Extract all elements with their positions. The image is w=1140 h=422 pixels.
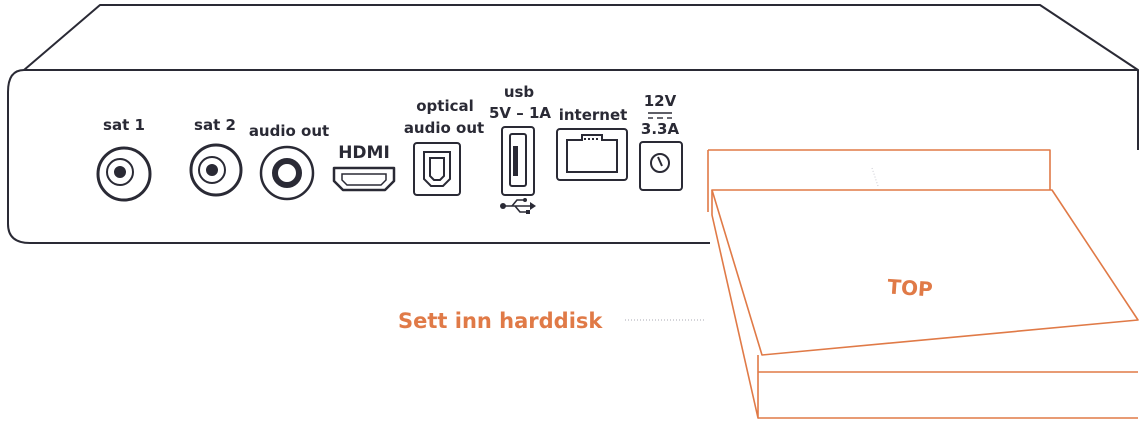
- set-top-box-rear-panel: [7, 69, 1139, 244]
- usb-label-line2: 5V – 1A: [489, 104, 551, 122]
- audio-out-label: audio out: [249, 122, 329, 140]
- hdmi-label: HDMI: [338, 143, 390, 163]
- dc-icon: [648, 112, 672, 119]
- optical-label-line1: optical: [416, 97, 474, 115]
- optical-label-line2: audio out: [404, 119, 484, 137]
- hdd-side: [711, 190, 759, 419]
- internet-port: [556, 128, 628, 181]
- hdd-slot-outline: [707, 149, 1051, 212]
- audio-out-port: [259, 145, 315, 201]
- power-label-top: 12V: [644, 92, 677, 110]
- hdd-front: [758, 371, 1138, 419]
- optical-port: [413, 142, 461, 196]
- hdd-top-label: TOP: [887, 274, 934, 301]
- set-top-box-top-panel: [23, 4, 1139, 71]
- power-label-bottom: 3.3A: [641, 120, 680, 138]
- hdmi-port: [332, 166, 396, 192]
- sat1-label: sat 1: [103, 116, 145, 134]
- usb-label-line1: usb: [504, 83, 535, 101]
- hard-disk: [707, 149, 1139, 419]
- power-port: [639, 141, 683, 191]
- hdmi-port-inner: [341, 173, 387, 186]
- sat2-label: sat 2: [194, 116, 236, 134]
- sat2-port: [189, 143, 243, 197]
- hdd-top-guide: [871, 167, 879, 187]
- usb-icon: [500, 198, 536, 214]
- insert-harddisk-instruction: Sett inn harddisk: [398, 309, 603, 333]
- internet-label: internet: [559, 106, 628, 124]
- hdd-body: [711, 189, 1139, 356]
- sat1-port: [96, 146, 152, 202]
- usb-port: [501, 126, 535, 196]
- set-top-box: [7, 4, 1139, 244]
